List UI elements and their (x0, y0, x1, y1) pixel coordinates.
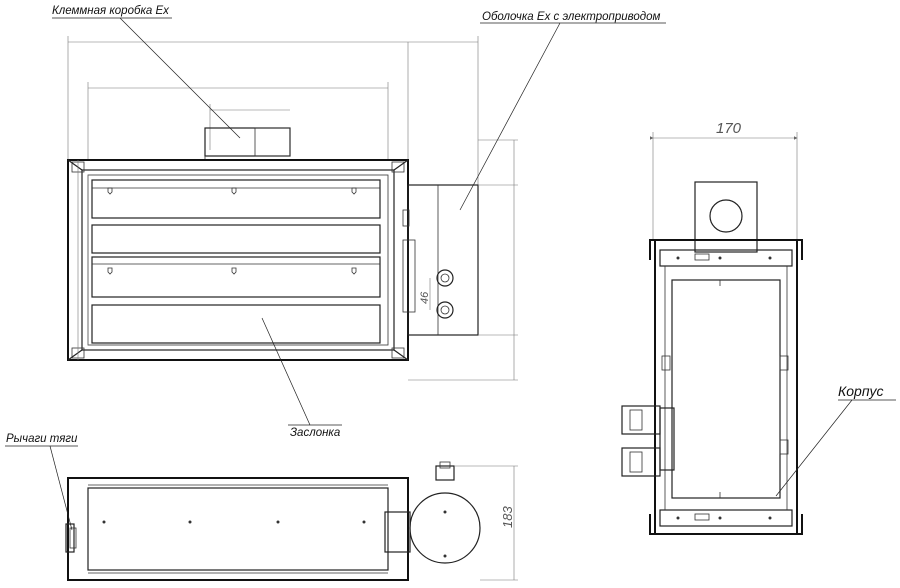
actuator-shell (407, 184, 479, 336)
bottom-view: 183 (65, 461, 518, 581)
front-view: 46 (67, 36, 518, 381)
cable-gland-1 (436, 269, 454, 287)
damper-blade-3 (91, 256, 381, 298)
dim-170-label: 170 (716, 120, 742, 137)
label-damper: Заслонка (290, 427, 340, 439)
linkage-lever (65, 523, 75, 553)
side-terminal-gland (709, 199, 743, 233)
side-body (654, 239, 798, 535)
bottom-frame (67, 477, 409, 581)
damper-blade-4 (91, 304, 381, 344)
label-linkage-levers: Рычаги тяги (6, 433, 78, 445)
label-actuator-shell: Оболочка Ex с электроприводом (482, 11, 661, 23)
label-terminal-box: Клеммная коробка Ex (52, 5, 170, 17)
annotations: Клеммная коробка Ex Оболочка Ex с электр… (5, 5, 896, 531)
front-frame (67, 159, 409, 361)
side-terminal-box (694, 181, 758, 253)
dim-46-label: 46 (419, 291, 431, 304)
damper-blade-1 (91, 179, 381, 219)
damper-blade-2 (91, 224, 381, 254)
dim-183-label: 183 (500, 506, 515, 528)
terminal-box (204, 127, 291, 157)
side-inner-panel (671, 279, 781, 499)
actuator-cylinder (409, 492, 481, 564)
cable-gland-2 (436, 301, 454, 319)
side-view: 170 (621, 120, 803, 535)
label-body: Корпус (838, 383, 884, 399)
